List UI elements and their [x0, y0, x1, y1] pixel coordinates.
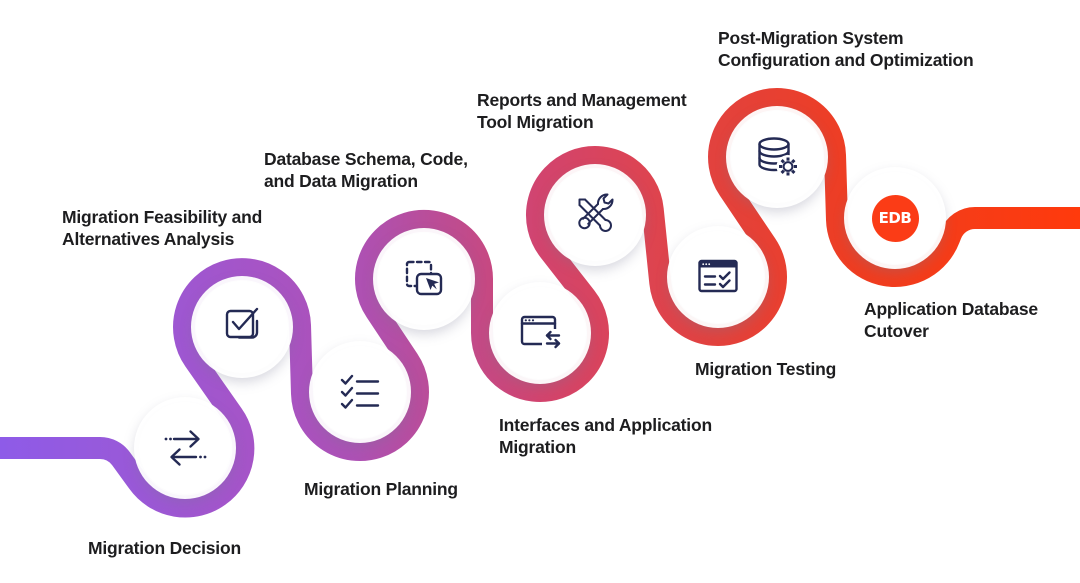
step-label-migration-testing: Migration Testing: [695, 359, 837, 379]
step-node-interfaces-migration: [494, 287, 586, 379]
database-gear-icon: [758, 137, 800, 178]
tools-icon: [578, 193, 614, 232]
step-node-post-migration-configuration: [731, 111, 823, 203]
step-label-migration-planning: Migration Planning: [304, 479, 458, 499]
step-label-interfaces-migration: Interfaces and Application Migration: [499, 415, 712, 457]
edb-logo-icon: EDB: [871, 194, 919, 242]
step-node-migration-decision: [139, 402, 231, 494]
select-window-cursor-icon: [405, 260, 443, 296]
step-label-application-cutover: Application Database Cutover: [864, 299, 1038, 341]
checklist-icon: [340, 374, 380, 409]
step-node-migration-planning: [314, 346, 406, 438]
step-label-database-schema-migration: Database Schema, Code, and Data Migratio…: [264, 149, 468, 191]
step-node-migration-testing: [672, 231, 764, 323]
checked-documents-icon: [225, 307, 259, 339]
app-window-sync-icon: [520, 315, 562, 350]
step-node-reports-tools-migration: [549, 169, 641, 261]
edb-logo-text: EDB: [878, 209, 912, 227]
step-node-database-schema-migration: [378, 233, 470, 325]
window-checklist-icon: [698, 259, 738, 293]
step-label-migration-feasibility: Migration Feasibility and Alternatives A…: [62, 207, 263, 249]
transfer-arrows-icon: [164, 430, 207, 466]
step-label-post-migration-configuration: Post-Migration System Configuration and …: [718, 28, 974, 70]
roadmap-ribbon: [0, 88, 1080, 518]
step-node-application-cutover: EDB: [849, 172, 941, 264]
step-label-migration-decision: Migration Decision: [88, 538, 241, 558]
step-node-migration-feasibility: [196, 281, 288, 373]
step-label-reports-tools-migration: Reports and Management Tool Migration: [477, 90, 687, 132]
